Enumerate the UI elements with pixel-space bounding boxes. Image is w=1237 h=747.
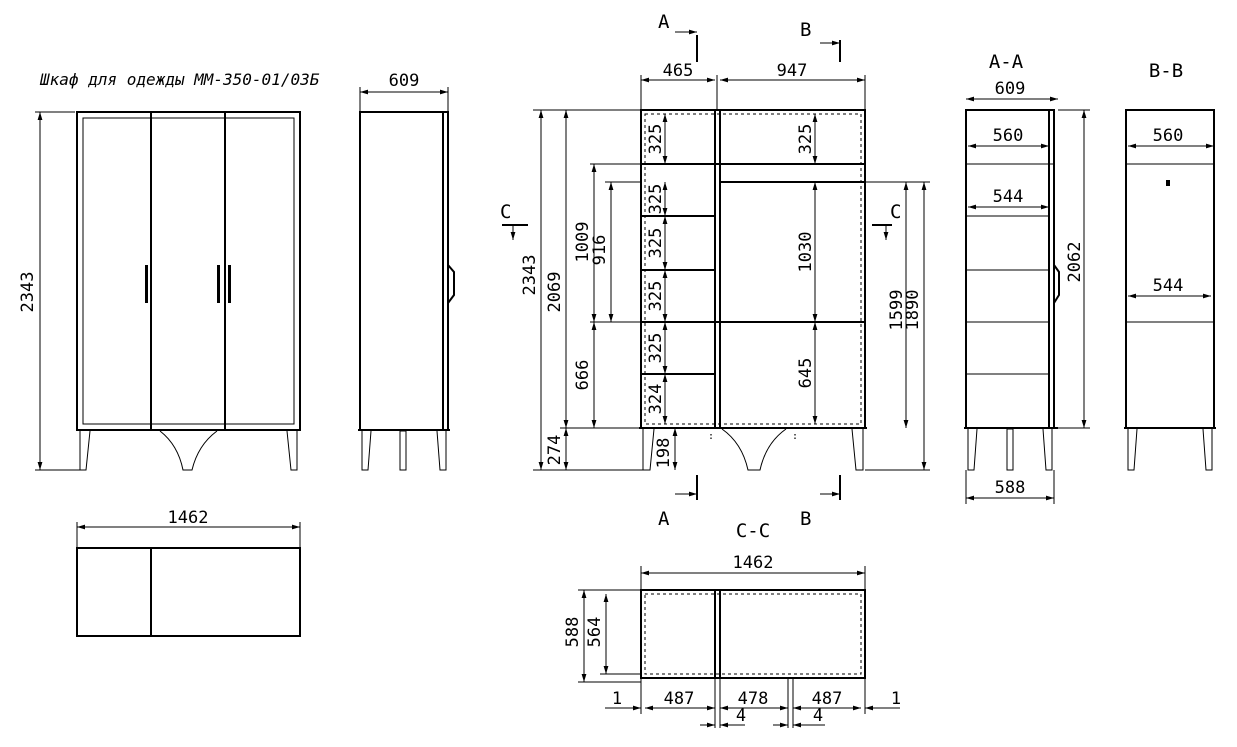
cc-dim-1462: 1462: [733, 553, 774, 573]
bb-dim-560: 560: [1153, 126, 1184, 146]
dim-465: 465: [663, 61, 694, 81]
cut-b-top: B: [800, 19, 811, 41]
front-height-dim: 2343: [18, 272, 38, 313]
dim-198: 198: [654, 438, 674, 469]
cc-dim-4-left: 4: [736, 706, 746, 726]
dim-2069: 2069: [545, 272, 565, 313]
cc-dim-487-left: 487: [664, 689, 695, 709]
dim-325-right: 325: [796, 124, 816, 155]
dim-325-e: 325: [646, 333, 666, 364]
dim-645: 645: [796, 358, 816, 389]
cc-dim-1-left: 1: [612, 689, 622, 709]
dim-325-a: 325: [646, 124, 666, 155]
cc-dim-588: 588: [563, 617, 583, 648]
aa-dim-588: 588: [995, 478, 1026, 498]
section-c-elevation: : : 465 947 325 325 325 325 325 324 325 …: [500, 11, 930, 530]
dim-1599: 1599: [887, 290, 907, 331]
dim-1009: 1009: [573, 222, 593, 263]
cc-dim-478: 478: [738, 689, 769, 709]
section-cc-plan: C-C 1462 588 564 1 487 478 487 1: [563, 520, 901, 728]
dim-324: 324: [646, 384, 666, 415]
dim-916: 916: [590, 235, 610, 266]
svg-text::: :: [792, 431, 798, 442]
dim-274: 274: [545, 435, 565, 466]
side-width-dim: 609: [389, 71, 420, 91]
dim-325-c: 325: [646, 228, 666, 259]
dim-947: 947: [777, 61, 808, 81]
cc-dim-1-right: 1: [891, 689, 901, 709]
cut-c-left: C: [500, 201, 511, 223]
dim-325-b: 325: [646, 184, 666, 215]
dim-2343-c: 2343: [520, 255, 540, 296]
aa-dim-560: 560: [993, 126, 1024, 146]
section-aa-label: A-A: [989, 51, 1024, 73]
side-view: 609: [358, 71, 455, 471]
cut-a-top: A: [658, 11, 670, 33]
svg-text::: :: [708, 431, 714, 442]
section-aa: A-A 609 560 544 2062 588: [964, 51, 1090, 504]
aa-dim-609: 609: [995, 79, 1026, 99]
bb-dim-544: 544: [1153, 276, 1184, 296]
cc-dim-4-right: 4: [813, 706, 823, 726]
dim-1890: 1890: [903, 290, 923, 331]
cut-c-right: C: [890, 201, 901, 223]
section-cc-label: C-C: [736, 520, 770, 542]
aa-dim-2062: 2062: [1065, 242, 1085, 283]
top-width-dim: 1462: [168, 508, 209, 528]
section-bb: B-B 560 544: [1124, 60, 1216, 471]
dim-1030: 1030: [796, 232, 816, 273]
cc-dim-564: 564: [585, 617, 605, 648]
top-view: 1462: [76, 508, 301, 637]
cut-a-bottom: A: [658, 508, 670, 530]
dim-325-d: 325: [646, 281, 666, 312]
cut-b-bottom: B: [800, 508, 811, 530]
drawing-title: Шкаф для одежды ММ-350-01/03Б: [39, 70, 320, 89]
aa-dim-544: 544: [993, 187, 1024, 207]
section-bb-label: B-B: [1149, 60, 1183, 82]
cc-dim-487-right: 487: [812, 689, 843, 709]
front-view: 2343: [18, 111, 301, 471]
dim-666: 666: [573, 360, 593, 391]
